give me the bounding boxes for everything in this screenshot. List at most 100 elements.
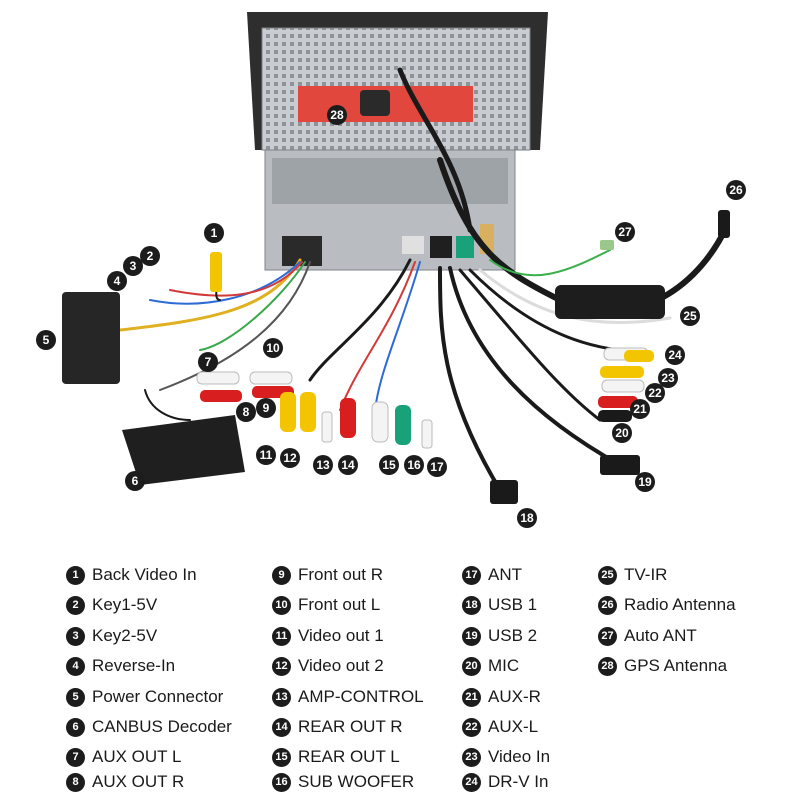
legend-label: ANT: [488, 565, 522, 584]
callout-3: 3: [123, 256, 143, 276]
callout-number: 16: [407, 458, 421, 472]
legend-label: AUX OUT R: [92, 772, 185, 791]
callout-5: 5: [36, 330, 56, 350]
callout-number: 13: [316, 458, 330, 472]
callout-12: 12: [280, 448, 300, 468]
legend-label: AUX OUT L: [92, 747, 182, 766]
callout-18: 18: [517, 508, 537, 528]
legend-item: 19 USB 2: [462, 624, 537, 648]
legend-label: AUX-L: [488, 717, 539, 736]
number-badge: 4: [66, 656, 85, 676]
legend-item: 4 Reverse-In: [66, 654, 175, 678]
number-badge: 23: [462, 747, 481, 767]
callout-number: 24: [668, 348, 682, 362]
callout-25: 25: [680, 306, 700, 326]
callout-15: 15: [379, 455, 399, 475]
callout-number: 9: [263, 401, 270, 415]
rca-plugs-left: [196, 371, 433, 449]
auto-ant-tip: [600, 240, 614, 250]
legend-label: Front out L: [298, 595, 381, 614]
power-connector: [62, 292, 120, 384]
callout-number: 5: [43, 333, 50, 347]
legend-label: Key2-5V: [92, 626, 158, 645]
number-badge: 2: [66, 595, 85, 615]
callout-number: 27: [618, 225, 632, 239]
number-badge: 9: [272, 565, 291, 585]
callout-number: 11: [260, 448, 273, 462]
callout-number: 2: [147, 249, 154, 263]
legend-item: 14 REAR OUT R: [272, 715, 403, 739]
callout-number: 4: [114, 274, 121, 288]
gps-module: [360, 90, 390, 116]
canbus-decoder: [122, 415, 245, 485]
callout-9: 9: [256, 398, 276, 418]
head-unit: [247, 12, 548, 271]
number-badge: 25: [598, 565, 617, 585]
legend-item: 8 AUX OUT R: [66, 770, 184, 794]
callout-number: 18: [520, 511, 534, 525]
callout-number: 15: [382, 458, 396, 472]
legend-label: Back Video In: [92, 565, 197, 584]
number-badge: 10: [272, 595, 291, 615]
callout-number: 20: [615, 426, 629, 440]
legend-label: Key1-5V: [92, 595, 158, 614]
rca-plugs-right: [598, 347, 654, 422]
number-badge: 26: [598, 595, 617, 615]
number-badge: 22: [462, 717, 481, 737]
number-badge: 19: [462, 626, 481, 646]
callout-number: 17: [430, 460, 444, 474]
legend-label: AUX-R: [488, 687, 541, 706]
back-video-rca: [210, 252, 222, 292]
number-badge: 11: [272, 626, 291, 646]
legend-label: Power Connector: [92, 687, 224, 706]
number-badge: 27: [598, 626, 617, 646]
callout-19: 19: [635, 472, 655, 492]
legend-label: Radio Antenna: [624, 595, 736, 614]
number-badge: 7: [66, 747, 85, 767]
legend-label: CANBUS Decoder: [92, 717, 232, 736]
number-badge: 15: [272, 747, 291, 767]
callout-1: 1: [204, 223, 224, 243]
number-badge: 12: [272, 656, 291, 676]
cables: [118, 67, 728, 492]
callout-24: 24: [665, 345, 685, 365]
legend-item: 7 AUX OUT L: [66, 745, 181, 769]
callout-22: 22: [645, 383, 665, 403]
callout-number: 22: [648, 386, 662, 400]
callout-number: 10: [266, 341, 280, 355]
callout-number: 23: [661, 371, 675, 385]
callout-13: 13: [313, 455, 333, 475]
callout-4: 4: [107, 271, 127, 291]
legend-label: Reverse-In: [92, 656, 176, 675]
legend-item: 2 Key1-5V: [66, 593, 157, 617]
legend-label: REAR OUT R: [298, 717, 403, 736]
legend-item: 5 Power Connector: [66, 685, 223, 709]
number-badge: 14: [272, 717, 291, 737]
legend-label: USB 2: [488, 626, 538, 645]
callout-14: 14: [338, 455, 358, 475]
callout-28: 28: [327, 105, 347, 125]
callout-2: 2: [140, 246, 160, 266]
legend-label: REAR OUT L: [298, 747, 400, 766]
callout-number: 6: [132, 474, 139, 488]
callout-number: 3: [130, 259, 137, 273]
usb1-plug: [490, 480, 518, 504]
number-badge: 8: [66, 772, 85, 792]
callout-number: 8: [243, 405, 250, 419]
number-badge: 5: [66, 687, 85, 707]
callout-number: 21: [633, 402, 647, 416]
